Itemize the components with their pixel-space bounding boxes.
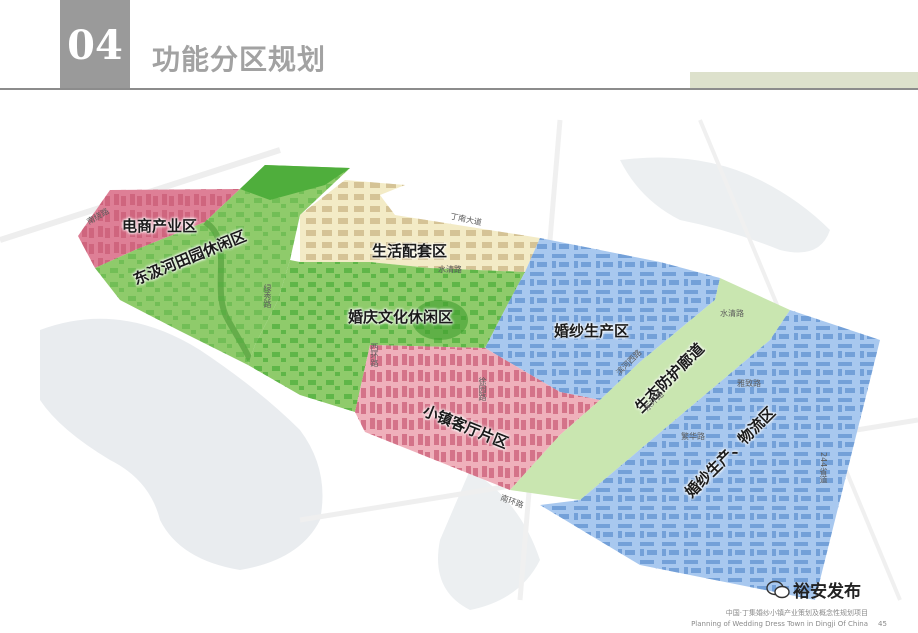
zone-town-hall bbox=[355, 345, 600, 490]
wechat-icon bbox=[766, 580, 790, 598]
zone-wedding-culture bbox=[248, 260, 525, 412]
road-label: 水清路 bbox=[438, 265, 462, 274]
road-label: 西环路 bbox=[370, 343, 379, 367]
footer-project-cn: 中国·丁集婚纱小镇产业策划及概念性规划项目 bbox=[725, 609, 868, 617]
wechat-watermark: 裕安发布 bbox=[766, 577, 861, 602]
zone-label-wedding-culture: 婚庆文化休闲区 bbox=[348, 308, 454, 326]
footer-project-en: Planning of Wedding Dress Town in Dingji… bbox=[691, 620, 868, 628]
page-number: 45 bbox=[878, 620, 887, 628]
road-label: 244省道 bbox=[819, 452, 828, 484]
zone-eco-corridor bbox=[510, 278, 790, 500]
zoning-map bbox=[0, 119, 918, 610]
road-label: 水清路 bbox=[720, 309, 744, 318]
title-accent-bar bbox=[690, 72, 918, 88]
page-title: 功能分区规划 bbox=[152, 43, 327, 76]
zone-life-support bbox=[300, 180, 540, 272]
watermark-text: 裕安发布 bbox=[793, 582, 861, 602]
zone-ecommerce bbox=[78, 189, 240, 268]
road-label: 徐园路 bbox=[478, 377, 487, 401]
zone-farmland-leisure bbox=[95, 165, 350, 365]
section-number-box: 04 bbox=[60, 0, 130, 88]
road-label: 雅致路 bbox=[737, 379, 761, 388]
road-label: 繁华路 bbox=[681, 432, 705, 441]
section-number: 04 bbox=[67, 22, 123, 69]
zone-label-ecommerce: 电商产业区 bbox=[122, 217, 198, 235]
header-rule bbox=[0, 88, 918, 90]
zone-dress-logistics bbox=[540, 310, 880, 600]
zone-label-life-support: 生活配套区 bbox=[372, 242, 448, 260]
road-label: 绿秀路 bbox=[263, 284, 272, 308]
zone-dress-production bbox=[485, 238, 720, 400]
zone-label-dress-production: 婚纱生产区 bbox=[554, 322, 630, 340]
